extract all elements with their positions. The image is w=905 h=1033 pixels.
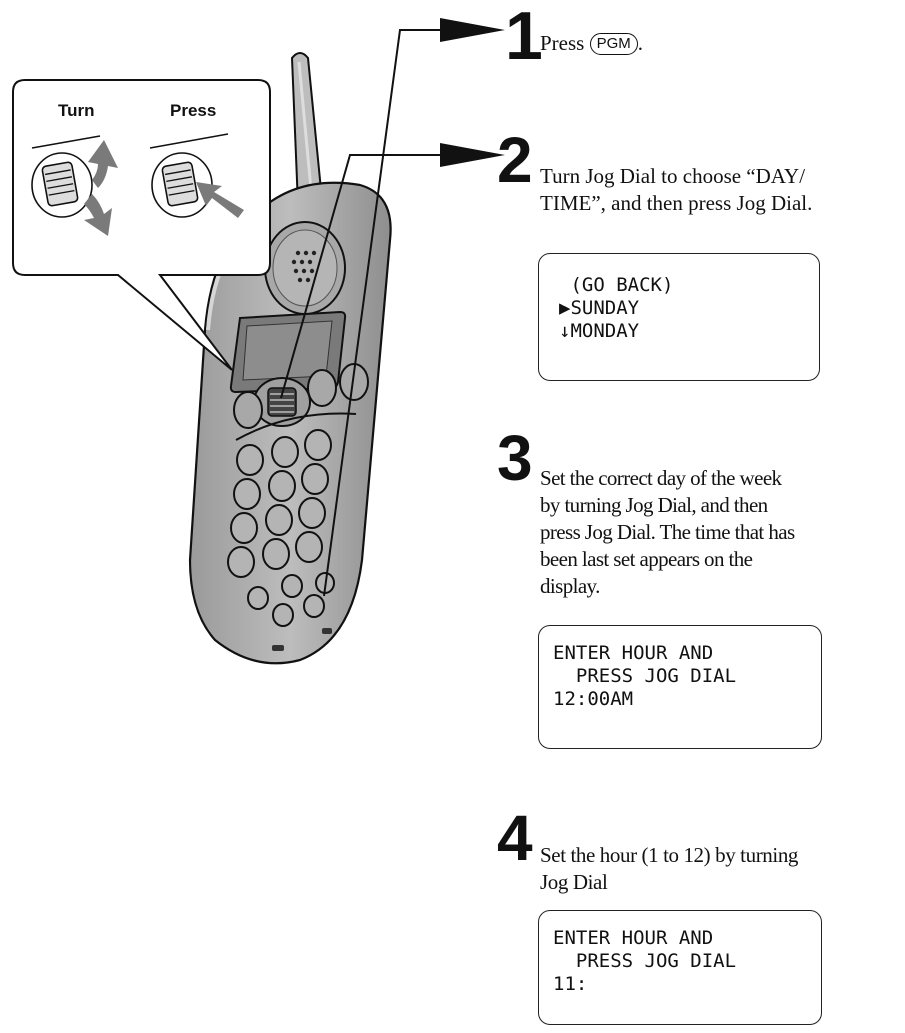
press-arrow-icon [196,182,244,218]
display-line: PRESS JOG DIAL [553,950,737,972]
earpiece-speaker [264,221,346,315]
display-line: PRESS JOG DIAL [553,665,737,687]
display-line: 12:00AM [553,688,634,710]
step-1-text-before: Press [540,31,590,55]
leader-arrowheads [440,18,505,167]
step-2-number: 2 [497,124,533,196]
display-enter-hour-default: ENTER HOUR AND PRESS JOG DIAL 12:00AM [538,625,822,749]
display-enter-hour-set: ENTER HOUR AND PRESS JOG DIAL 11: [538,910,822,1025]
press-dial-icon [149,133,229,218]
step-3-line: Set the correct day of the week [540,466,782,490]
display-line: ↓MONDAY [559,320,640,342]
handset-illustration: Turn Press [12,18,505,665]
step-3-number: 3 [497,422,533,494]
step-1-text-after: . [637,31,644,55]
step-4-line: Jog Dial [540,870,608,894]
step-3-line: been last set appears on the [540,547,753,571]
turn-label: Turn [58,101,95,120]
rotate-arrows-icon [84,140,118,236]
step-1-number: 1 [505,0,543,74]
jog-dial [253,377,311,427]
step-3-line: by turning Jog Dial, and then [540,493,768,517]
step-4-line: Set the hour (1 to 12) by turning [540,843,799,867]
turn-press-callout: Turn Press [12,79,271,371]
step-1-text: Press PGM. [540,30,643,57]
step-3-line: display. [540,574,600,598]
keypad [227,429,335,627]
step-3-line: press Jog Dial. The time that has [540,520,795,544]
display-day-select: (GO BACK) ▶SUNDAY ↓MONDAY [538,253,820,381]
display-line: ENTER HOUR AND [553,927,714,949]
display-line: ENTER HOUR AND [553,642,714,664]
charge-contacts [272,628,332,651]
pgm-key-icon: PGM [589,33,638,55]
step-3-text: Set the correct day of the week by turni… [540,465,795,600]
turn-dial-icon [31,135,101,218]
step-2-text: Turn Jog Dial to choose “DAY/ TIME”, and… [540,163,812,217]
antenna [290,52,324,207]
display-line: ▶SUNDAY [559,297,640,319]
step-2-line: TIME”, and then press Jog Dial. [540,191,813,215]
display-line: 11: [553,973,588,995]
step-4-number: 4 [497,802,533,874]
function-keys [233,363,369,441]
display-line: (GO BACK) [559,274,674,296]
press-label: Press [170,101,216,120]
step-4-text: Set the hour (1 to 12) by turning Jog Di… [540,842,798,896]
step-2-line: Turn Jog Dial to choose “DAY/ [540,164,806,188]
